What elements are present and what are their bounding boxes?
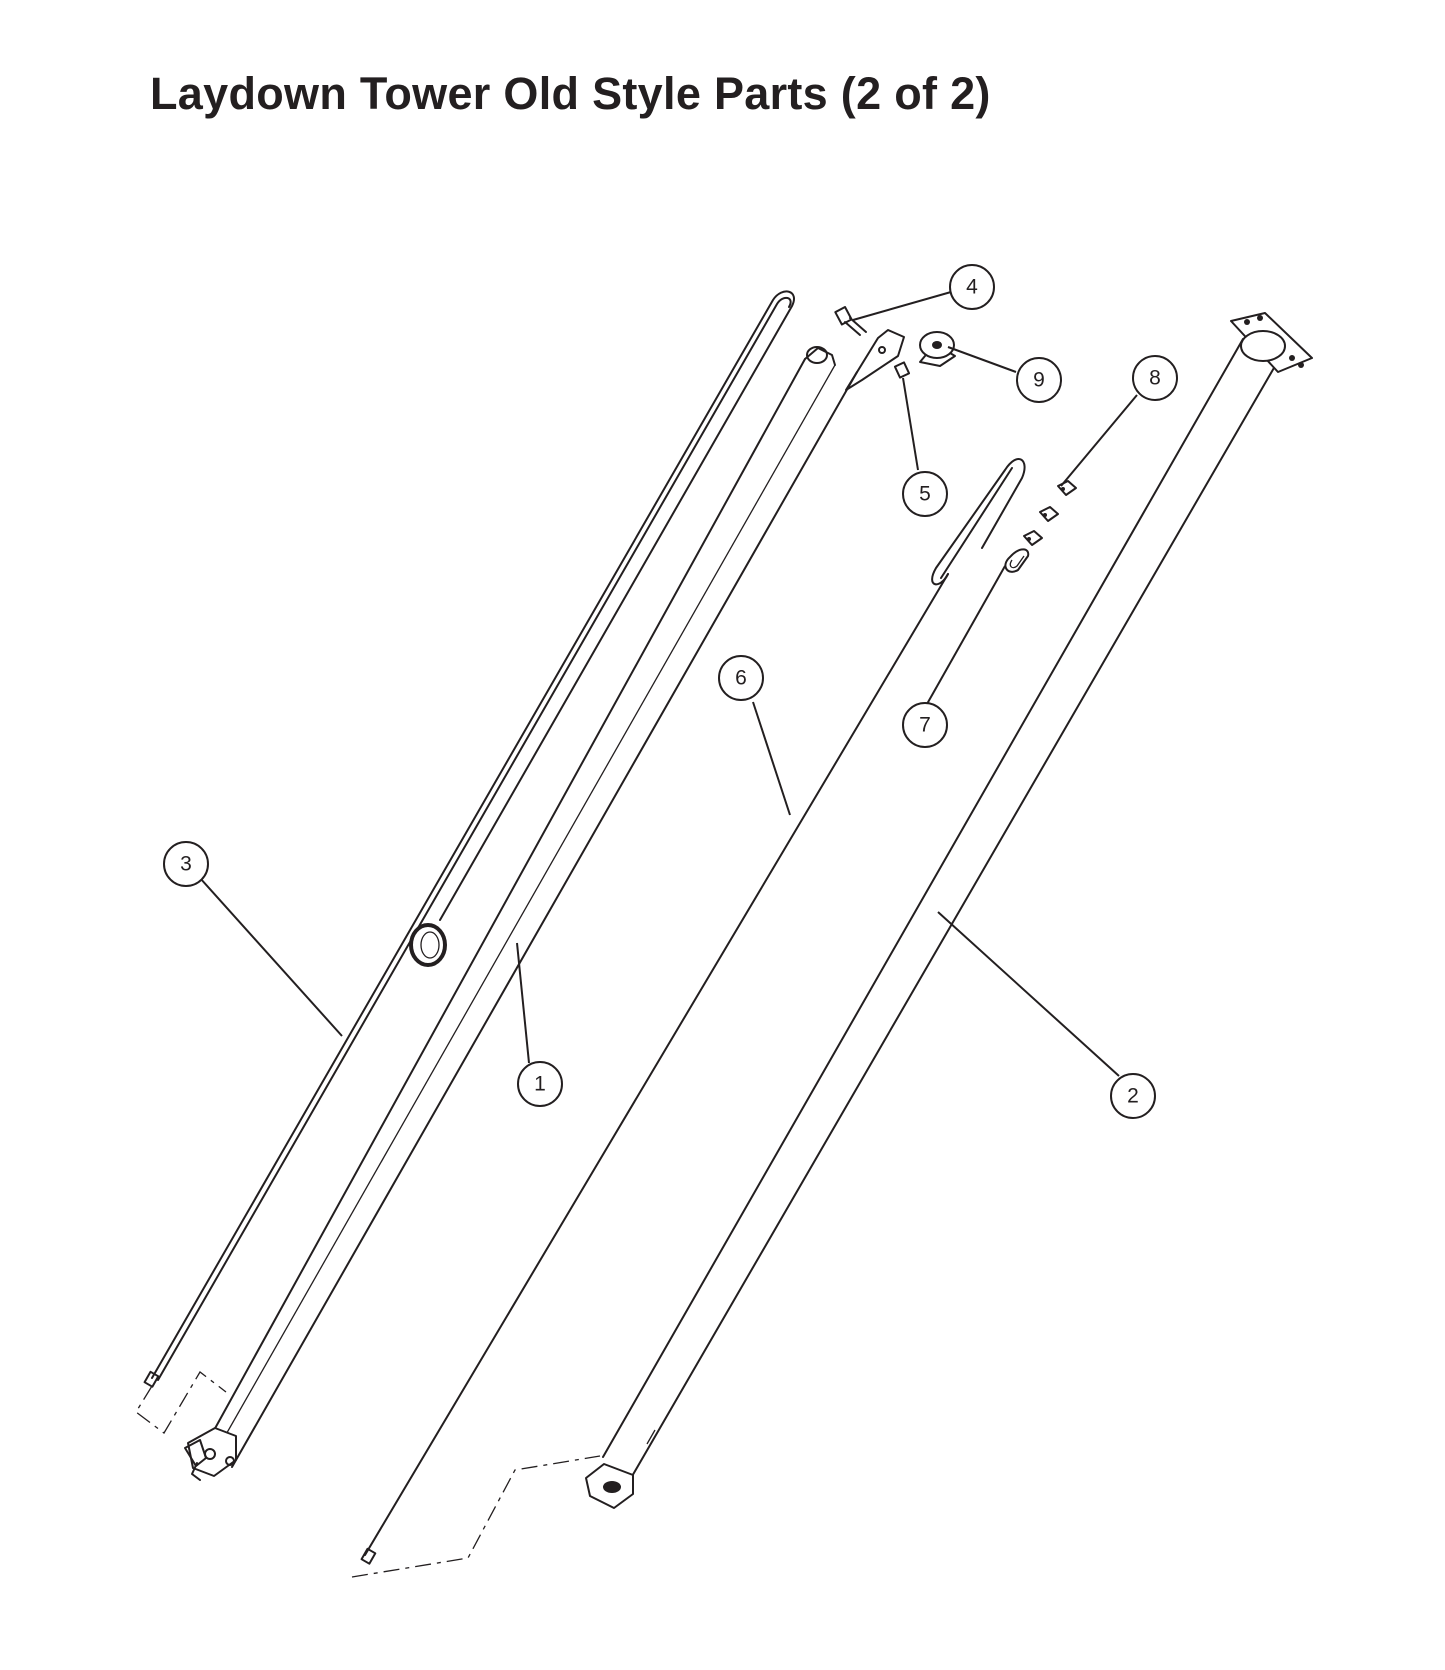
top-bracket [845,329,905,391]
leader-lines [199,291,1138,1077]
part-9-washer [919,331,956,367]
part-7-thimble [1004,548,1030,573]
part-4-bolt [834,306,867,336]
part-1-inner-tower-section [184,346,858,1481]
callout-label: 8 [1149,367,1161,390]
callout-label: 6 [735,667,747,690]
part-6-cable [360,458,1026,1565]
assembly-guide-lines [135,1371,601,1578]
callout-label: 9 [1033,369,1045,392]
part-2-outer-tower-tube [585,312,1313,1509]
callout-4: 4 [949,264,995,310]
callout-5: 5 [902,471,948,517]
callout-6: 6 [718,655,764,701]
callout-3: 3 [163,841,209,887]
callout-label: 4 [966,276,978,299]
callout-7: 7 [902,702,948,748]
part-5-nut [893,361,911,379]
callout-label: 3 [180,853,192,876]
callout-9: 9 [1016,357,1062,403]
callout-label: 5 [919,483,931,506]
callout-1: 1 [517,1061,563,1107]
callout-2: 2 [1110,1073,1156,1119]
part-3-cable [143,290,795,1388]
callout-label: 7 [919,714,931,737]
part-8-cable-clamps [1023,480,1077,546]
callout-label: 1 [534,1073,546,1096]
callout-8: 8 [1132,355,1178,401]
callout-label: 2 [1127,1085,1139,1108]
page-title: Laydown Tower Old Style Parts (2 of 2) [150,68,991,119]
